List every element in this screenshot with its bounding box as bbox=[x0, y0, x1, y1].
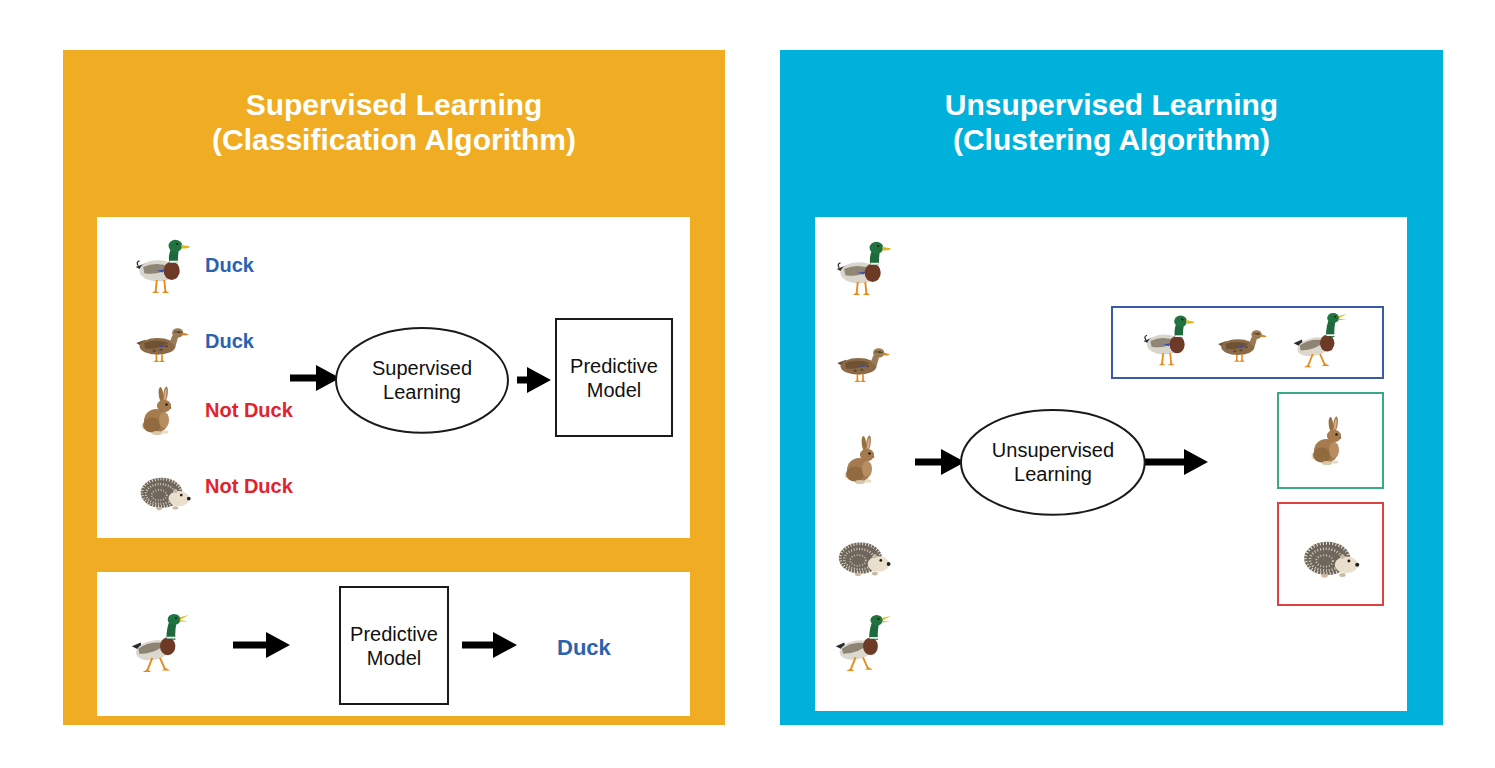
cluster-box bbox=[1112, 307, 1383, 378]
class-label: Not Duck bbox=[205, 399, 293, 421]
white-panel bbox=[815, 217, 1407, 711]
ellipse-outline bbox=[960, 409, 1146, 516]
ellipse-outline bbox=[336, 328, 508, 433]
node-label: Predictive Model bbox=[562, 354, 666, 402]
flow-arrow bbox=[233, 632, 290, 658]
white-panel bbox=[97, 572, 690, 716]
duck-picture bbox=[1294, 313, 1347, 367]
duck-picture bbox=[136, 240, 191, 293]
process-ellipse: Supervised Learning bbox=[335, 327, 509, 434]
class-label: Duck bbox=[205, 330, 254, 352]
panel-title: Unsupervised Learning (Clustering Algori… bbox=[872, 87, 1352, 157]
cluster-box bbox=[1278, 393, 1383, 488]
flow-arrow bbox=[462, 632, 517, 658]
label-holder: Not Duck bbox=[205, 473, 293, 499]
flow-arrow bbox=[1143, 449, 1208, 475]
model-box: Predictive Model bbox=[555, 318, 673, 437]
flow-arrow bbox=[290, 365, 340, 391]
duck-picture bbox=[1218, 330, 1267, 361]
flow-arrow bbox=[517, 376, 529, 383]
hedgehog-picture bbox=[141, 478, 191, 510]
model-box: Predictive Model bbox=[339, 586, 449, 705]
class-label: Duck bbox=[557, 635, 611, 660]
duck-picture bbox=[837, 242, 892, 295]
hedgehog-picture bbox=[1304, 542, 1359, 578]
class-label: Not Duck bbox=[205, 475, 293, 497]
flow-arrow bbox=[915, 449, 965, 475]
panel: Supervised Learning (Classification Algo… bbox=[63, 50, 725, 725]
label-holder: Duck bbox=[557, 635, 611, 661]
rabbit-picture bbox=[845, 435, 875, 484]
ellipse-outline bbox=[961, 410, 1145, 515]
cluster-box bbox=[1278, 503, 1383, 605]
node-label: Unsupervised Learning bbox=[978, 438, 1128, 486]
ellipse-outline bbox=[335, 327, 509, 434]
label-holder: Not Duck bbox=[205, 397, 293, 423]
label-holder: Duck bbox=[205, 252, 254, 278]
duck-picture bbox=[836, 615, 891, 671]
node-label: Supervised Learning bbox=[352, 356, 492, 404]
duck-picture bbox=[1143, 315, 1194, 365]
white-panel bbox=[97, 217, 690, 538]
process-ellipse: Unsupervised Learning bbox=[960, 409, 1146, 516]
duck-picture bbox=[132, 614, 189, 672]
rabbit-picture bbox=[1312, 416, 1342, 465]
hedgehog-picture bbox=[839, 542, 891, 576]
duck-picture bbox=[136, 328, 189, 362]
class-label: Duck bbox=[205, 254, 254, 276]
label-holder: Duck bbox=[205, 328, 254, 354]
duck-picture bbox=[837, 348, 890, 382]
panel-title: Supervised Learning (Classification Algo… bbox=[154, 87, 634, 157]
panel: Unsupervised Learning (Clustering Algori… bbox=[780, 50, 1443, 725]
rabbit-picture bbox=[142, 386, 172, 435]
node-label: Predictive Model bbox=[346, 622, 442, 670]
